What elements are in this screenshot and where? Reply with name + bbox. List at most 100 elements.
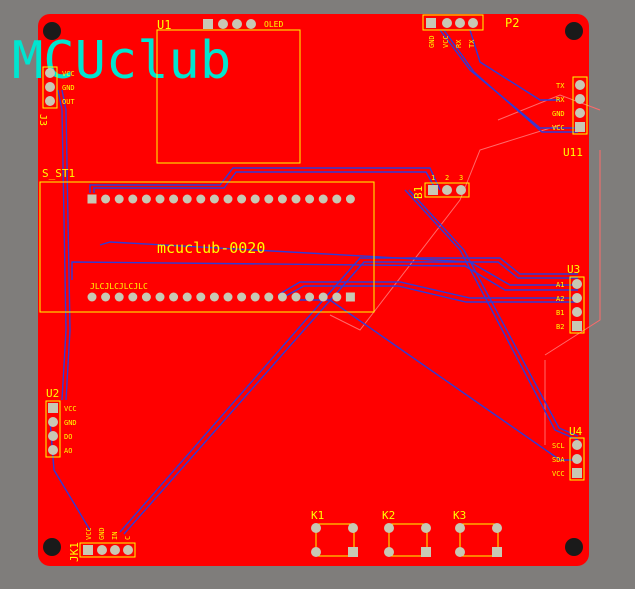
p2-pin-2-label: VCC	[442, 35, 450, 48]
sst1-bottom-pad	[264, 292, 274, 302]
k2-ref-label: K2	[382, 509, 395, 522]
u1-pad-1	[203, 19, 213, 29]
sst1-bottom-pad	[101, 292, 111, 302]
u1-pad-3	[232, 19, 242, 29]
jk1-header: JK1 VCC GND IN C	[68, 527, 136, 562]
u2-pin-1-label: VCC	[64, 405, 77, 413]
k1-switch: K1	[311, 509, 358, 557]
u1-ref-label: U1	[157, 18, 171, 32]
u11-pad-2	[575, 94, 585, 104]
sst1-top-pad	[155, 194, 165, 204]
u3-pad-1	[572, 279, 582, 289]
k1-ref-label: K1	[311, 509, 324, 522]
u2-pad-1	[48, 403, 58, 413]
sst1-bottom-pad	[196, 292, 206, 302]
u3-pin-1-label: A1	[556, 281, 564, 289]
sst1-outline	[39, 181, 375, 313]
u4-ref-label: U4	[569, 425, 583, 438]
j3-pad-1	[45, 68, 55, 78]
k2-switch: K2	[382, 509, 431, 557]
sst1-top-pad	[345, 194, 355, 204]
u1-outline	[156, 29, 301, 164]
u1-pad-4	[246, 19, 256, 29]
u3-ref-label: U3	[567, 263, 580, 276]
u1-oled-footprint: U1 OLED	[156, 18, 301, 164]
sst1-top-pad	[332, 194, 342, 204]
u2-pin-3-label: DO	[64, 433, 72, 441]
sst1-top-pad	[264, 194, 274, 204]
sst1-top-pad	[101, 194, 111, 204]
u11-pad-1	[575, 80, 585, 90]
u2-header: U2 VCC GND DO AO	[45, 387, 77, 458]
u2-pin-2-label: GND	[64, 419, 77, 427]
j3-header: VCC GND OUT J3	[37, 66, 75, 126]
u11-pin-3-label: GND	[552, 110, 565, 118]
sst1-bottom-pad	[305, 292, 315, 302]
board-outline	[38, 14, 589, 566]
k1-pad-4	[348, 547, 358, 557]
sst1-ref-label: S_ST1	[42, 167, 75, 180]
b1-ref-label: B1	[412, 186, 425, 199]
sst1-bottom-label: JLCJLCJLCJLC	[90, 282, 148, 291]
b1-pin-3-label: 3	[459, 174, 463, 182]
u11-pad-4	[575, 122, 585, 132]
p2-pin-3-label: RX	[455, 39, 463, 48]
sst1-bottom-pad	[291, 292, 301, 302]
u4-pin-2-label: SDA	[552, 456, 565, 464]
jk1-pin-1-label: VCC	[85, 527, 93, 540]
sst1-bottom-pad	[141, 292, 151, 302]
sst1-bottom-pad	[114, 292, 124, 302]
sst1-bottom-pad	[237, 292, 247, 302]
mounting-hole-bl	[43, 538, 61, 556]
mounting-hole-tr	[565, 22, 583, 40]
u3-outline	[569, 276, 585, 334]
sst1-top-pad	[114, 194, 124, 204]
sst1-top-pad	[196, 194, 206, 204]
sst1-bottom-pad	[223, 292, 233, 302]
j3-pad-2	[45, 82, 55, 92]
sst1-module: S_ST1 JLCJLCJLCJLC	[39, 167, 375, 313]
sst1-top-pad	[250, 194, 260, 204]
sst1-bottom-pad	[318, 292, 328, 302]
mounting-hole-tl	[43, 22, 61, 40]
mounting-holes	[43, 22, 583, 556]
sst1-top-pad	[141, 194, 151, 204]
sst1-top-pad	[128, 194, 138, 204]
k3-pad-1	[455, 523, 465, 533]
u3-pin-3-label: B1	[556, 309, 564, 317]
b1-pad-2	[442, 185, 452, 195]
k3-pad-3	[455, 547, 465, 557]
u2-pad-2	[48, 417, 58, 427]
u4-pad-3	[572, 468, 582, 478]
p2-pad-3	[455, 18, 465, 28]
jk1-pad-2	[97, 545, 107, 555]
u1-pad-2	[218, 19, 228, 29]
u3-pin-2-label: A2	[556, 295, 564, 303]
u4-pad-2	[572, 454, 582, 464]
sst1-bottom-pin-row	[87, 292, 355, 302]
u3-header: U3 A1 A2 B1 B2	[556, 263, 585, 334]
k1-pad-1	[311, 523, 321, 533]
u2-outline	[45, 400, 61, 458]
u3-pad-4	[572, 321, 582, 331]
p2-pad-2	[442, 18, 452, 28]
p2-header: P2 GND VCC RX TX	[422, 14, 519, 48]
sst1-top-pin-row	[87, 194, 355, 204]
jk1-outline	[79, 542, 136, 558]
sst1-bottom-pad	[87, 292, 97, 302]
jk1-pad-1	[83, 545, 93, 555]
p2-outline	[422, 14, 484, 31]
k3-pad-4	[492, 547, 502, 557]
k1-pad-3	[311, 547, 321, 557]
p2-pin-4-label: TX	[468, 39, 476, 48]
j3-ref-label: J3	[37, 114, 48, 126]
sst1-top-pad	[223, 194, 233, 204]
brand-logo-text: MCUclub	[12, 31, 231, 91]
b1-pin-2-label: 2	[445, 174, 449, 182]
k1-pad-2	[348, 523, 358, 533]
sst1-top-pad	[169, 194, 179, 204]
sst1-bottom-pad	[155, 292, 165, 302]
k3-pad-2	[492, 523, 502, 533]
